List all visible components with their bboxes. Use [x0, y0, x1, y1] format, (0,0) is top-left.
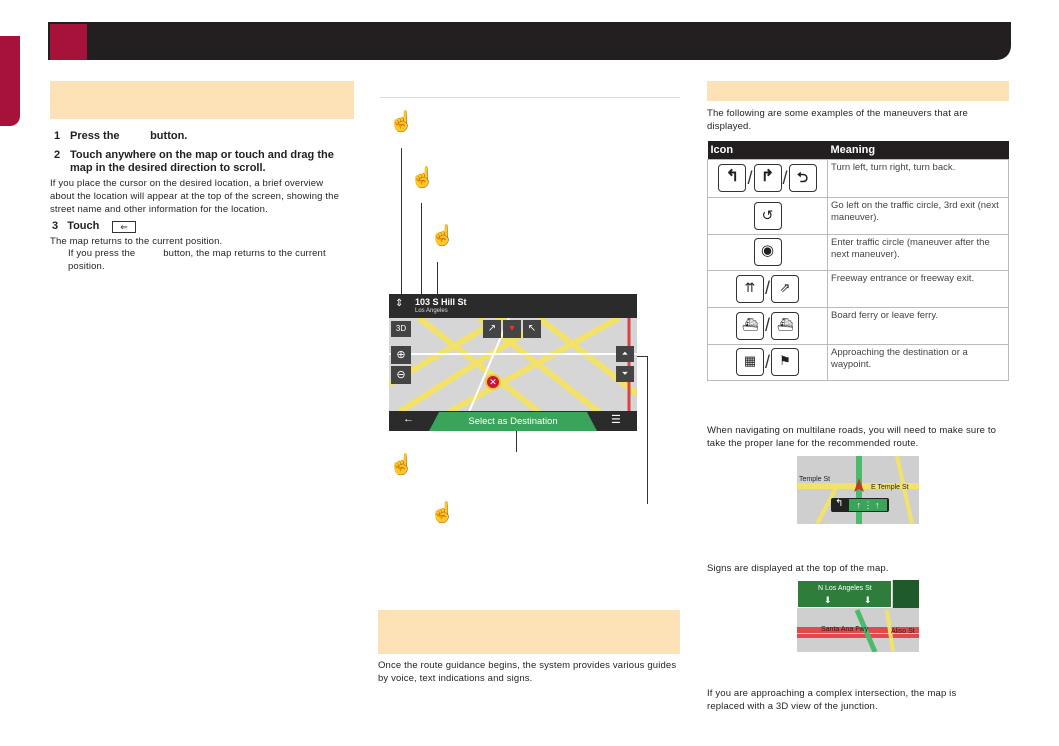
destination-flag-icon: ▦ — [735, 348, 764, 376]
destination-cursor-icon: ✕ — [485, 374, 501, 390]
map-info-bar: ⇕ 103 S Hill St Los Angeles — [389, 294, 637, 318]
right-section-heading-box — [707, 81, 1009, 101]
maneuver-table: Icon Meaning ↰/↱/⮌ Turn left, turn right… — [707, 141, 1009, 381]
step-2-text: Touch anywhere on the map or touch and d… — [70, 149, 334, 174]
sign-street-name-2: Aliso St — [891, 628, 915, 635]
turn-back-icon: ⮌ — [788, 164, 817, 192]
hand-pointer-icon-5: ☝ — [430, 502, 455, 524]
freeway-entrance-icon: ⇈ — [735, 274, 764, 303]
maneuver-arrow-icon-1: ↗ — [483, 320, 501, 338]
back-key-icon: ⇐ — [112, 221, 136, 233]
callout-line-5h — [632, 356, 648, 357]
sign-paragraph: Signs are displayed at the top of the ma… — [707, 563, 889, 574]
sign-arrow-icon-2: ⬇ — [864, 595, 872, 605]
maneuver-arrow-icon-2: ▾ — [503, 320, 521, 338]
callout-line-3 — [437, 262, 438, 294]
table-header-row: Icon Meaning — [707, 141, 1009, 159]
sign-screenshot: N Los Angeles St ⬇ ⬇ Santa Ana Fwy Aliso… — [797, 580, 919, 652]
traffic-circle-exit-icon: ↺ — [753, 201, 782, 230]
step-3-number: 3 — [52, 220, 59, 232]
section-edge-tab — [0, 36, 20, 126]
table-cell-meaning: Freeway entrance or freeway exit. — [827, 269, 1009, 308]
step-2-number: 2 — [54, 149, 61, 161]
tilt-down-button[interactable]: ⏷ — [616, 366, 634, 382]
note-text: If you press the button, the map returns… — [68, 248, 329, 272]
turn-icons-cell: ↰/↱/⮌ — [707, 158, 828, 198]
table-cell-meaning: Approaching the destination or a waypoin… — [827, 343, 1009, 381]
table-row: ↰/↱/⮌ Turn left, turn right, turn back. — [707, 158, 1009, 198]
sign-text: N Los Angeles St — [818, 585, 872, 592]
hand-pointer-icon-3: ☝ — [430, 225, 455, 247]
freeway-sign: N Los Angeles St ⬇ ⬇ — [797, 580, 892, 608]
lane-street-name-2: E Temple St — [871, 484, 909, 491]
step-2: 2 Touch anywhere on the map or touch and… — [54, 149, 354, 175]
middle-top-rule — [380, 97, 680, 98]
lane-guidance-screenshot: Temple St E Temple St ↰ ↑ ⋮ ↑ — [797, 456, 919, 524]
guidance-paragraph: Once the route guidance begins, the syst… — [378, 660, 677, 684]
chapter-tab — [50, 24, 87, 60]
leave-ferry-icon: ⛴ — [771, 311, 799, 340]
table-row: ↺ Go left on the traffic circle, 3rd exi… — [707, 196, 1009, 235]
enter-traffic-circle-icon: ◉ — [753, 238, 782, 266]
map-back-button[interactable]: ← — [403, 413, 414, 425]
maneuver-intro: The following are some examples of the m… — [707, 108, 968, 132]
overview-paragraph: If you place the cursor on the desired l… — [50, 178, 340, 215]
junction-paragraph: If you are approaching a complex interse… — [707, 688, 957, 712]
hand-pointer-icon-4: ☝ — [389, 454, 414, 476]
table-row: ▦/⚑ Approaching the destination or a way… — [707, 343, 1009, 381]
hand-pointer-icon-1: ☝ — [389, 111, 414, 133]
waypoint-flag-icon: ⚑ — [771, 348, 799, 376]
lane-left-arrow-icon: ↰ — [835, 498, 844, 509]
map-screenshot: ⇕ 103 S Hill St Los Angeles 3D ⊕ ⊖ ↗ ▾ ↖… — [389, 294, 637, 431]
sign-arrow-icon-1: ⬇ — [824, 595, 832, 605]
table-header-meaning: Meaning — [827, 141, 1009, 159]
step-3: 3 Touch — [52, 220, 99, 233]
lane-map-roads — [797, 456, 919, 524]
maneuver-arrow-icon-3: ↖ — [523, 320, 541, 338]
table-row: ◉ Enter traffic circle (maneuver after t… — [707, 233, 1009, 271]
lane-street-name-1: Temple St — [799, 476, 831, 483]
table-cell-meaning: Turn left, turn right, turn back. — [827, 158, 1009, 198]
map-address: 103 S Hill St — [415, 297, 467, 307]
sign-street-name-1: Santa Ana Fwy — [821, 626, 869, 633]
lane-straight-arrow-icon: ↑ ⋮ ↑ — [849, 499, 887, 511]
table-header-icon: Icon — [707, 141, 828, 159]
callout-line-5 — [647, 356, 648, 504]
zoom-in-button[interactable]: ⊕ — [391, 346, 411, 364]
hand-pointer-icon-2: ☝ — [410, 167, 435, 189]
freeway-exit-icon: ⇗ — [771, 274, 799, 303]
table-cell-meaning: Go left on the traffic circle, 3rd exit … — [827, 196, 1009, 235]
map-city: Los Angeles — [415, 308, 448, 314]
map-back-arrow-icon[interactable]: ⇕ — [395, 298, 404, 309]
table-row: ⛴/⛴ Board ferry or leave ferry. — [707, 306, 1009, 345]
map-menu-button[interactable]: ☰ — [611, 414, 621, 426]
turn-right-icon: ↱ — [753, 164, 782, 192]
lane-indicator: ↰ ↑ ⋮ ↑ — [831, 498, 889, 512]
view-3d-button[interactable]: 3D — [391, 321, 411, 337]
step-1-text: Press the button. — [70, 130, 188, 142]
tilt-up-button[interactable]: ⏶ — [616, 346, 634, 362]
note-paragraph: If you press the button, the map returns… — [68, 247, 352, 273]
page-header-bar — [48, 22, 1011, 60]
middle-section-heading-box — [378, 610, 680, 654]
board-ferry-icon: ⛴ — [735, 311, 764, 340]
left-section-heading-box — [50, 81, 354, 119]
callout-line-1 — [401, 148, 402, 306]
table-cell-meaning: Board ferry or leave ferry. — [827, 306, 1009, 345]
step-1: 1 Press the button. — [54, 130, 354, 143]
table-row: ⇈/⇗ Freeway entrance or freeway exit. — [707, 269, 1009, 308]
step-3-text: Touch — [67, 220, 100, 232]
lane-paragraph: When navigating on multilane roads, you … — [707, 425, 997, 449]
select-as-destination-button[interactable]: Select as Destination — [429, 412, 597, 431]
turn-left-icon: ↰ — [718, 164, 747, 192]
zoom-out-button[interactable]: ⊖ — [391, 366, 411, 384]
callout-line-2 — [421, 203, 422, 376]
step-1-number: 1 — [54, 130, 61, 142]
step-3-result: The map returns to the current position. — [50, 236, 223, 247]
table-cell-meaning: Enter traffic circle (maneuver after the… — [827, 233, 1009, 271]
second-sign — [893, 580, 919, 608]
